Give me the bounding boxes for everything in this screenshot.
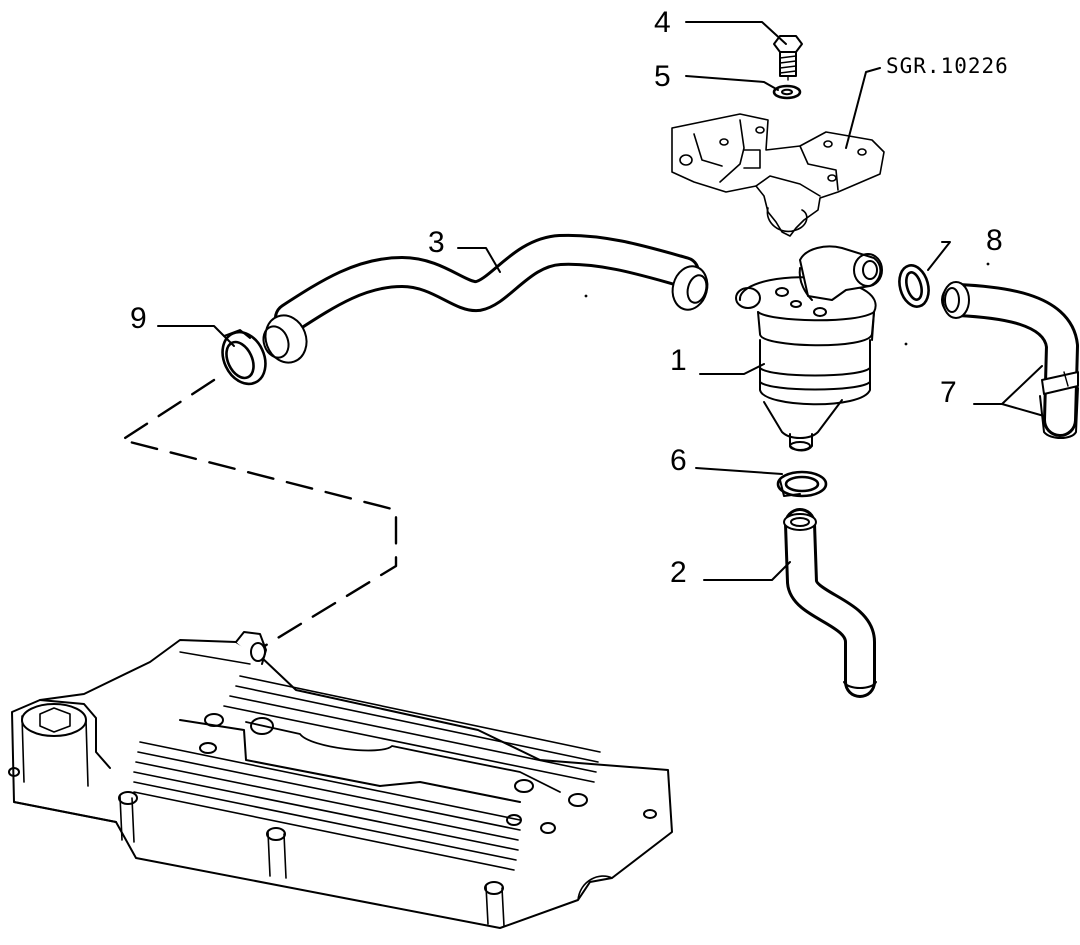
hose-clamp-part-8 <box>895 262 933 310</box>
hose-part-7 <box>943 282 1078 438</box>
callout-label-1: 1 <box>670 344 687 377</box>
callout-label-6: 6 <box>670 444 687 477</box>
bolt-part <box>774 36 802 80</box>
callout-label-8: 8 <box>986 224 1003 257</box>
hose-part-2 <box>784 514 876 688</box>
callout-label-9: 9 <box>130 302 147 335</box>
oil-separator-part <box>736 247 882 451</box>
callout-label-3: 3 <box>428 226 445 259</box>
cam-cover-part <box>9 632 672 928</box>
callout-label-7: 7 <box>940 376 957 409</box>
reference-code-label: SGR.10226 <box>886 54 1009 78</box>
callout-label-4: 4 <box>654 6 671 39</box>
routing-dashed-line <box>122 380 396 650</box>
artifact-dots <box>585 263 989 345</box>
callout-leaders <box>158 22 1044 580</box>
callout-label-2: 2 <box>670 556 687 589</box>
mounting-bracket-part <box>672 114 884 236</box>
hose-part-3 <box>259 250 712 369</box>
hose-clamp-part-6 <box>778 472 826 496</box>
callout-label-5: 5 <box>654 60 671 93</box>
washer-part <box>774 86 800 98</box>
